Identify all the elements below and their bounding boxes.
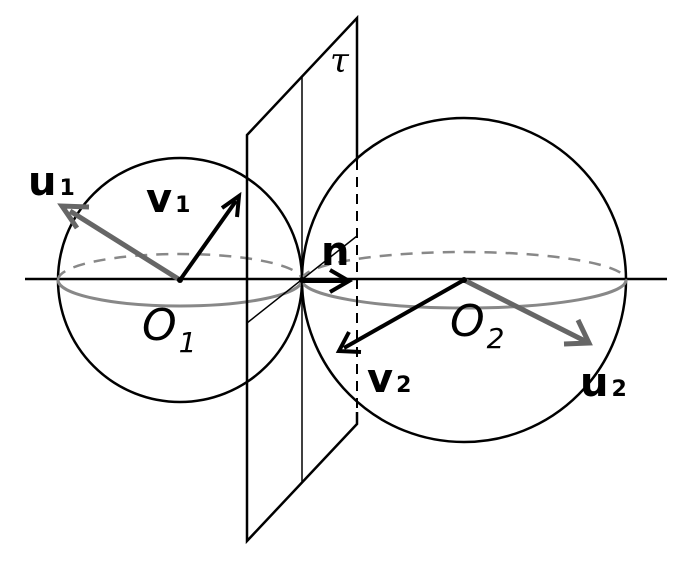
vector-v1-arrow xyxy=(178,191,242,282)
center-point-o1 xyxy=(177,277,183,283)
label-n: n xyxy=(321,229,349,275)
vector-n-arrow xyxy=(302,268,353,294)
vector-v2-arrow xyxy=(335,278,465,354)
sphere-1-equator-front xyxy=(56,279,304,308)
tangent-plane-tau xyxy=(245,14,359,545)
label-o2: O2 xyxy=(450,296,504,355)
vector-u2-arrow xyxy=(462,277,593,347)
vector-u1-arrow xyxy=(57,203,182,283)
sphere-2-equator-front xyxy=(300,279,628,310)
contact-point xyxy=(299,277,305,283)
sphere-1-equator-back xyxy=(56,252,304,281)
plane-label-tau: τ xyxy=(330,41,350,81)
sphere-2-equator-back xyxy=(300,250,628,281)
center-point-o2 xyxy=(461,277,467,283)
label-o1: O1 xyxy=(142,300,196,359)
